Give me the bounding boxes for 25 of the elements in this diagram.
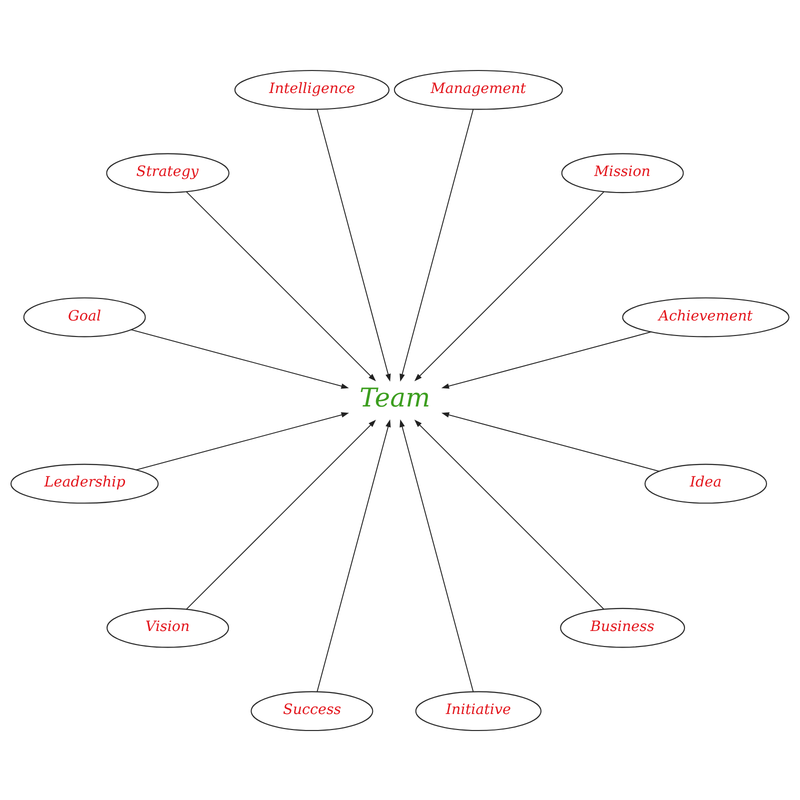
node-ellipse: Management [394,69,563,110]
node-ellipse: Intelligence [234,69,390,110]
arrow [186,419,376,610]
arrow [441,330,652,388]
arrow [414,190,605,381]
node-text: Team [359,382,430,413]
arrow [130,328,349,388]
arrow [400,418,474,692]
node-ellipse: Mission [561,152,684,193]
node-ellipse: Goal [23,296,146,337]
node-ellipse: Vision [106,607,230,648]
node-ellipse: Leadership [10,463,159,504]
arrow [414,419,604,610]
arrow [441,412,660,472]
node-ellipse: Initiative [415,690,542,731]
arrow [316,418,391,692]
node-ellipse: Idea [644,463,768,504]
node-ellipse: Success [250,690,374,731]
node-ellipse: Business [560,607,686,648]
arrow [186,190,376,381]
node-ellipse: Strategy [106,152,230,193]
arrow [136,412,350,470]
node-ellipse: Achievement [622,296,790,337]
arrow [316,108,391,382]
arrow [400,108,474,382]
